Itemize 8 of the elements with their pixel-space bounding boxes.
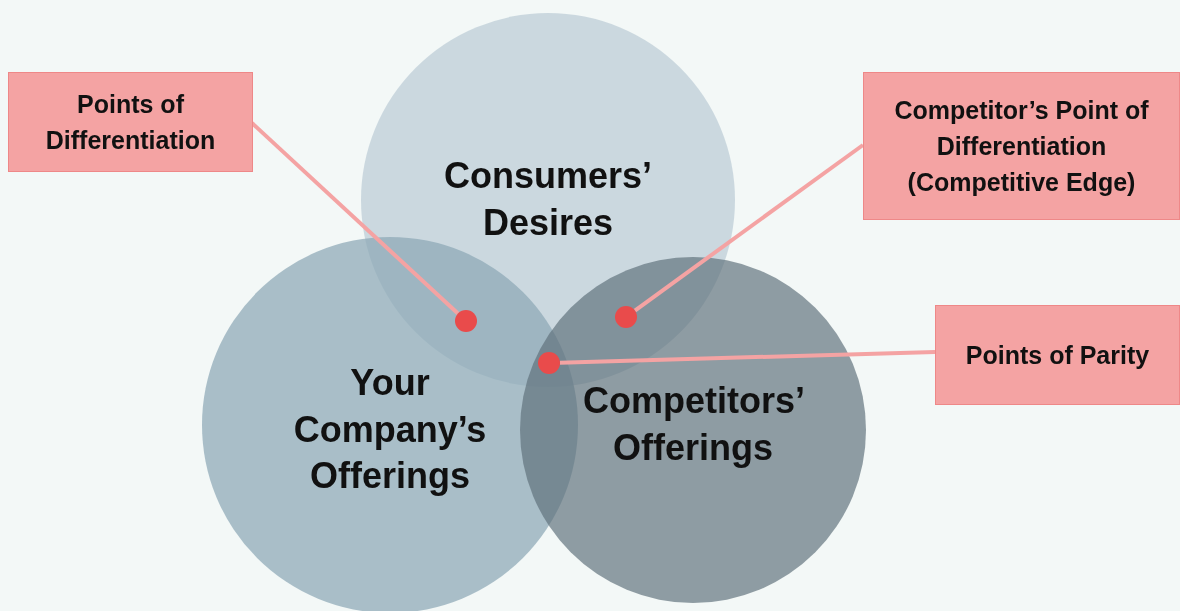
circle-label: Competitors’ Offerings [583, 379, 803, 470]
leader-line [633, 143, 865, 313]
callout: Points of Parity [935, 305, 1180, 405]
circle-label: Consumers’ Desires [442, 154, 654, 245]
circle-label: Your Company’s Offerings [292, 360, 488, 499]
callout: Points of Differentiation [8, 72, 253, 172]
leader-line [559, 350, 936, 365]
callout: Competitor’s Point of Differentiation (Competitive Edge) [863, 72, 1180, 220]
